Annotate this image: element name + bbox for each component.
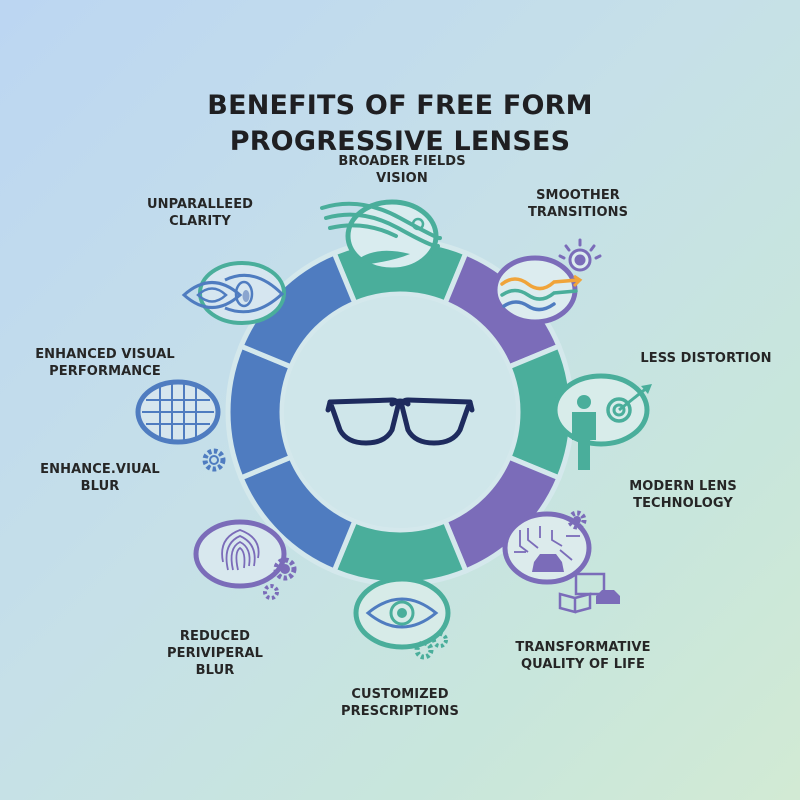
label-line: PRESCRIPTIONS: [341, 704, 459, 719]
label-enhanced-visual-performance: ENHANCED VISUAL PERFORMANCE: [30, 346, 180, 380]
label-line: CLARITY: [169, 214, 231, 229]
label-line: ENHANCED VISUAL: [35, 347, 175, 362]
label-customized-prescriptions: CUSTOMIZED PRESCRIPTIONS: [330, 686, 470, 720]
fingerprint-gears-icon: [193, 519, 297, 600]
label-line: UNPARALLEED: [146, 197, 254, 212]
ring-segment-left: [225, 342, 295, 482]
label-smoother-transitions: SMOOTHER TRANSITIONS: [510, 187, 646, 221]
label-line: MODERN LENS: [629, 479, 737, 494]
label-line: PERFORMANCE: [49, 364, 161, 379]
label-line: REDUCED: [179, 629, 251, 644]
title-line-2: PROGRESSIVE LENSES: [229, 126, 571, 157]
label-line: BLUR: [195, 663, 235, 678]
label-line: TRANSFORMATIVE: [515, 640, 651, 655]
circuit-car-icon: [502, 511, 592, 585]
label-line: BROADER FIELDS: [338, 154, 466, 169]
label-line: VISION: [376, 171, 428, 186]
eye-icon: [181, 261, 286, 325]
page-title: BENEFITS OF FREE FORM PROGRESSIVE LENSES: [0, 88, 800, 160]
label-unparalleed-clarity: UNPARALLEED CLARITY: [140, 196, 260, 230]
ring-segment-bottom: [330, 517, 470, 587]
label-line: SMOOTHER: [536, 188, 620, 203]
label-line: LESS DISTORTION: [640, 351, 772, 366]
eye-gears-icon: [353, 576, 451, 660]
label-transformative-quality-of-life: TRANSFORMATIVE QUALITY OF LIFE: [508, 639, 658, 673]
wavy-arrows-sun-icon: [492, 238, 602, 325]
eyeglasses-icon: [325, 397, 475, 446]
label-line: BLUR: [80, 479, 120, 494]
monitor-book-car-icon: [558, 572, 620, 614]
wave-fish-icon: [320, 199, 442, 273]
label-line: TECHNOLOGY: [633, 496, 733, 511]
gear-icon: [567, 510, 587, 530]
label-line: CUSTOMIZED: [351, 687, 449, 702]
label-line: QUALITY OF LIFE: [520, 657, 646, 672]
title-line-1: BENEFITS OF FREE FORM: [207, 90, 593, 121]
label-broader-fields-vision: BROADER FIELDS VISION: [322, 153, 482, 187]
label-modern-lens-technology: MODERN LENS TECHNOLOGY: [618, 478, 748, 512]
label-line: ENHANCE.VIUAL: [40, 462, 160, 477]
ring-center-disc: [284, 296, 516, 528]
person-target-icon: [552, 373, 652, 470]
label-line: PERIVIPERAL: [166, 646, 264, 661]
label-line: TRANSITIONS: [527, 205, 629, 220]
grid-lens-icon: [135, 379, 226, 472]
label-enhance-viual-blur: ENHANCE.VIUAL BLUR: [38, 461, 162, 495]
label-less-distortion: LESS DISTORTION: [636, 350, 776, 367]
label-reduced-periviperal-blur: REDUCED PERIVIPERAL BLUR: [150, 628, 280, 679]
